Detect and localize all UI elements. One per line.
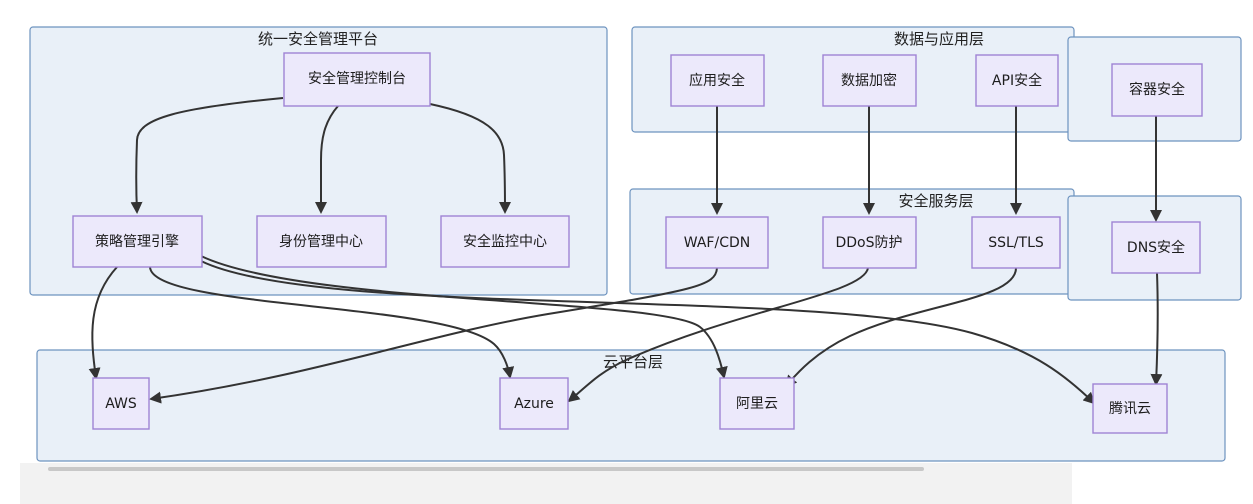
node-label-app-sec: 应用安全	[689, 72, 745, 89]
node-identity-center[interactable]: 身份管理中心	[256, 215, 387, 268]
edge-policy-azure	[149, 266, 515, 379]
node-aws[interactable]: AWS	[92, 377, 150, 430]
node-label-data-enc: 数据加密	[841, 72, 897, 89]
edge-console-monitor	[429, 103, 511, 214]
node-label-waf: WAF/CDN	[684, 235, 750, 251]
node-container-security[interactable]: 容器安全	[1111, 63, 1203, 117]
edge-policy-tencent	[200, 260, 1096, 405]
node-label-azure: Azure	[514, 396, 554, 412]
node-security-console[interactable]: 安全管理控制台	[283, 52, 431, 107]
node-aliyun[interactable]: 阿里云	[719, 377, 795, 430]
edge-dns-tencent	[1150, 272, 1163, 386]
cluster-title-service: 安全服务层	[898, 192, 973, 210]
cluster-title-cloud: 云平台层	[603, 353, 663, 371]
node-label-console: 安全管理控制台	[308, 70, 406, 87]
node-ddos-protection[interactable]: DDoS防护	[822, 216, 917, 269]
node-label-dns: DNS安全	[1127, 239, 1185, 256]
horizontal-scrollbar[interactable]	[48, 467, 924, 471]
cluster-title-platform: 统一安全管理平台	[258, 30, 378, 48]
node-label-container: 容器安全	[1129, 81, 1185, 98]
node-azure[interactable]: Azure	[499, 377, 569, 430]
node-policy-engine[interactable]: 策略管理引擎	[72, 215, 203, 268]
edge-console-identity	[315, 105, 339, 214]
edge-ssl-aliyun	[784, 267, 1017, 388]
node-data-encryption[interactable]: 数据加密	[822, 54, 917, 107]
node-monitor-center[interactable]: 安全监控中心	[440, 215, 570, 268]
edge-console-policy	[130, 97, 284, 214]
edge-ddos-azure	[567, 267, 869, 403]
node-label-identity: 身份管理中心	[279, 234, 363, 250]
node-label-aws: AWS	[105, 396, 137, 412]
node-label-monitor: 安全监控中心	[463, 233, 547, 250]
edges	[88, 97, 1163, 405]
cluster-title-data-app: 数据与应用层	[894, 30, 984, 48]
node-waf-cdn[interactable]: WAF/CDN	[665, 216, 769, 269]
node-tencent-cloud[interactable]: 腾讯云	[1092, 383, 1168, 434]
edge-waf-aws	[149, 267, 718, 404]
node-label-ddos: DDoS防护	[835, 235, 902, 251]
node-label-ssl: SSL/TLS	[988, 235, 1044, 251]
node-label-api-sec: API安全	[992, 72, 1042, 89]
node-application-security[interactable]: 应用安全	[670, 54, 765, 107]
node-label-policy: 策略管理引擎	[95, 233, 179, 250]
cluster-cloud-platform-layer: 云平台层	[36, 349, 1226, 462]
node-label-tencent: 腾讯云	[1109, 400, 1151, 417]
edge-policy-aliyun	[200, 255, 728, 379]
node-ssl-tls[interactable]: SSL/TLS	[971, 216, 1061, 269]
edge-policy-aws	[88, 266, 118, 380]
node-label-aliyun: 阿里云	[736, 396, 778, 412]
node-dns-security[interactable]: DNS安全	[1111, 221, 1201, 274]
node-api-security[interactable]: API安全	[975, 54, 1059, 107]
